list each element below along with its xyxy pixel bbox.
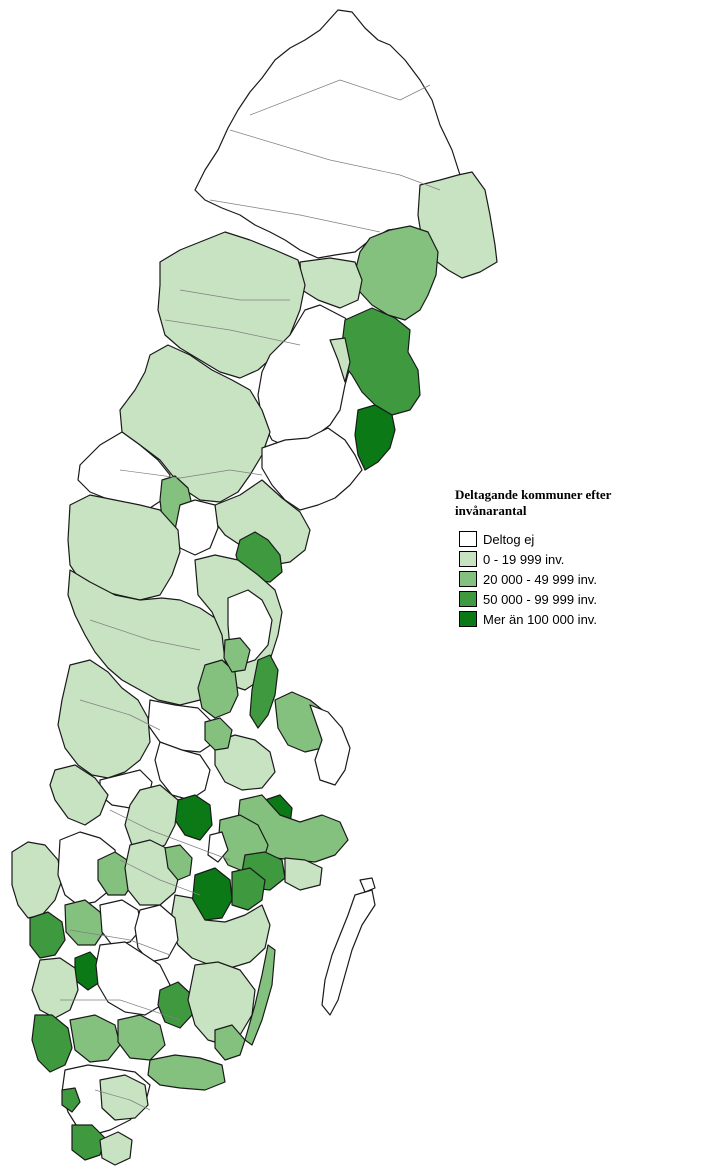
region-oland[interactable] (244, 944, 276, 1046)
legend-label: 0 - 19 999 inv. (483, 551, 565, 567)
region-skane-south[interactable] (99, 1131, 133, 1166)
legend-swatch-white (459, 531, 477, 547)
region-malmo[interactable] (71, 1124, 106, 1161)
region-orebro[interactable] (174, 794, 213, 841)
region-faro[interactable] (359, 877, 376, 893)
region-boras[interactable] (64, 899, 106, 946)
legend-swatch-light-green (459, 551, 477, 567)
region-dalsland[interactable] (49, 764, 109, 826)
legend-title: Deltagande kommuner efter invånarantal (455, 487, 723, 519)
legend-swatch-green (459, 591, 477, 607)
legend-item-over-100000: Mer än 100 000 inv. (459, 609, 723, 629)
region-halland[interactable] (31, 1014, 73, 1073)
region-gavle[interactable] (249, 654, 279, 729)
region-kronoberg[interactable] (117, 1014, 166, 1061)
region-norrbotten-inland[interactable] (299, 257, 363, 309)
legend-title-line1: Deltagande kommuner efter (455, 487, 612, 502)
region-smaland-white[interactable] (95, 941, 171, 1016)
region-vaxjo[interactable] (157, 981, 193, 1029)
region-ostergotland[interactable] (169, 894, 271, 969)
region-umea[interactable] (354, 404, 396, 471)
region-jamtland[interactable] (119, 344, 271, 503)
region-dalarna-east[interactable] (197, 659, 239, 719)
legend-item-deltog-ej: Deltog ej (459, 529, 723, 549)
region-gotland[interactable] (321, 889, 376, 1016)
region-ostergotland-white[interactable] (134, 904, 179, 963)
region-skovde[interactable] (164, 844, 193, 881)
region-varmland[interactable] (57, 659, 151, 779)
legend-item-20000-49999: 20 000 - 49 999 inv. (459, 569, 723, 589)
region-skane-green[interactable] (99, 1074, 149, 1121)
region-kalmar-green[interactable] (214, 1024, 246, 1061)
legend-item-0-19999: 0 - 19 999 inv. (459, 549, 723, 569)
region-uppland-white[interactable] (309, 704, 351, 786)
legend-swatch-medium-green (459, 571, 477, 587)
map-legend: Deltagande kommuner efter invånarantal D… (455, 487, 723, 629)
legend-swatch-dark-green (459, 611, 477, 627)
region-helsingborg[interactable] (61, 1087, 81, 1113)
municipality-borders (60, 79, 441, 1111)
region-blekinge[interactable] (147, 1054, 226, 1091)
legend-label: Deltog ej (483, 531, 535, 547)
region-jamtland-south-white[interactable] (174, 499, 219, 556)
region-skelleftea[interactable] (339, 307, 421, 416)
region-vasternorrland-white[interactable] (261, 427, 363, 511)
region-sala[interactable] (204, 717, 233, 751)
region-jonkoping-county[interactable] (31, 957, 79, 1019)
region-vastmanland-white[interactable] (154, 741, 211, 801)
region-halland-green[interactable] (69, 1014, 121, 1063)
legend-label: 50 000 - 99 999 inv. (483, 591, 597, 607)
region-norrkoping[interactable] (231, 867, 266, 911)
region-vastmanland[interactable] (214, 734, 276, 791)
legend-items: Deltog ej 0 - 19 999 inv. 20 000 - 49 99… (459, 529, 723, 629)
region-dalarna-white[interactable] (147, 699, 216, 753)
region-goteborg[interactable] (29, 911, 66, 959)
region-vasterbotten-coast[interactable] (329, 337, 351, 383)
region-bohuslan[interactable] (11, 841, 63, 919)
legend-label: Mer än 100 000 inv. (483, 611, 597, 627)
legend-item-50000-99999: 50 000 - 99 999 inv. (459, 589, 723, 609)
region-sodertalje[interactable] (284, 857, 323, 891)
region-dalarna-green[interactable] (223, 637, 251, 673)
legend-label: 20 000 - 49 999 inv. (483, 571, 597, 587)
legend-title-line2: invånarantal (455, 503, 527, 518)
